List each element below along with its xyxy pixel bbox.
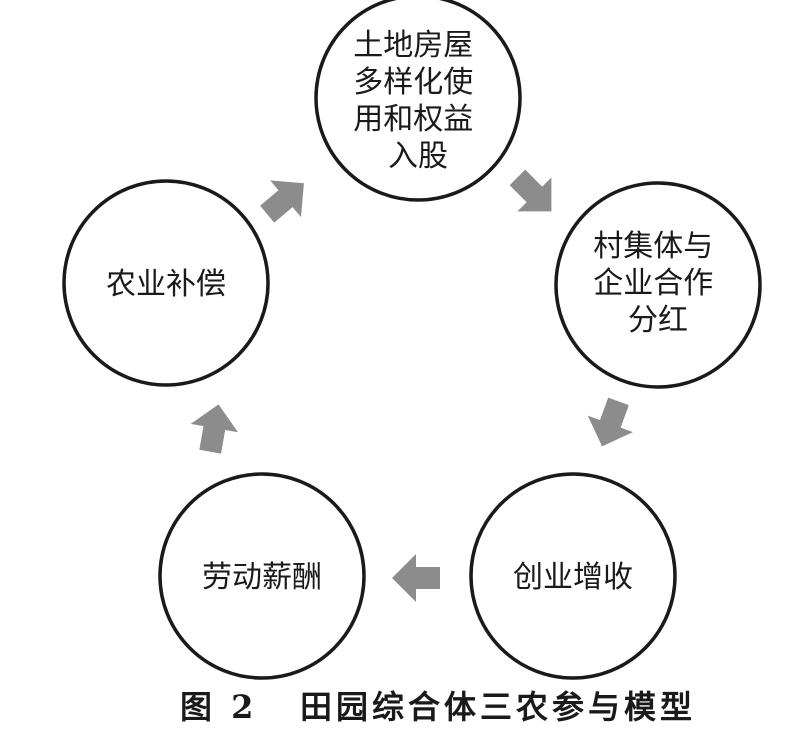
node-text-left: 农业补偿	[106, 267, 226, 302]
node-text-bottom-right: 创业增收	[513, 560, 633, 595]
node-line: 土地房屋	[353, 28, 473, 63]
node-circle-bottom-left	[158, 472, 366, 680]
figure-caption: 图 2 田园综合体三农参与模型	[180, 688, 696, 726]
node-line: 多样化使	[353, 65, 473, 100]
node-circle-left	[62, 179, 270, 387]
node-line: 村集体与	[593, 229, 713, 264]
node-circle-right	[554, 181, 762, 389]
node-line: 分红	[628, 303, 688, 338]
figure-title: 田园综合体三农参与模型	[300, 688, 696, 726]
arrow-icon-bottom-left-to-left	[190, 404, 238, 454]
node-line: 企业合作	[593, 266, 713, 301]
node-line: 农业补偿	[106, 267, 226, 302]
node-line: 入股	[388, 139, 448, 174]
node-circle-top	[314, 0, 522, 202]
node-line: 用和权益	[353, 102, 473, 137]
node-text-top: 土地房屋 多样化使 用和权益 入股	[353, 28, 483, 174]
arrow-icon-top-to-right	[509, 169, 552, 212]
node-text-bottom-left: 劳动薪酬	[202, 560, 322, 595]
node-line: 创业增收	[513, 560, 633, 595]
figure-label: 图 2	[180, 688, 257, 726]
node-line: 劳动薪酬	[202, 560, 322, 595]
arrow-icon-bottom-right-to-bottom-left	[392, 554, 440, 602]
node-text-right: 村集体与 企业合作 分红	[593, 229, 723, 338]
arrow-icon-left-to-top	[260, 180, 304, 223]
arrow-icon-right-to-bottom-right	[587, 397, 633, 447]
node-circle-bottom-right	[469, 472, 677, 680]
